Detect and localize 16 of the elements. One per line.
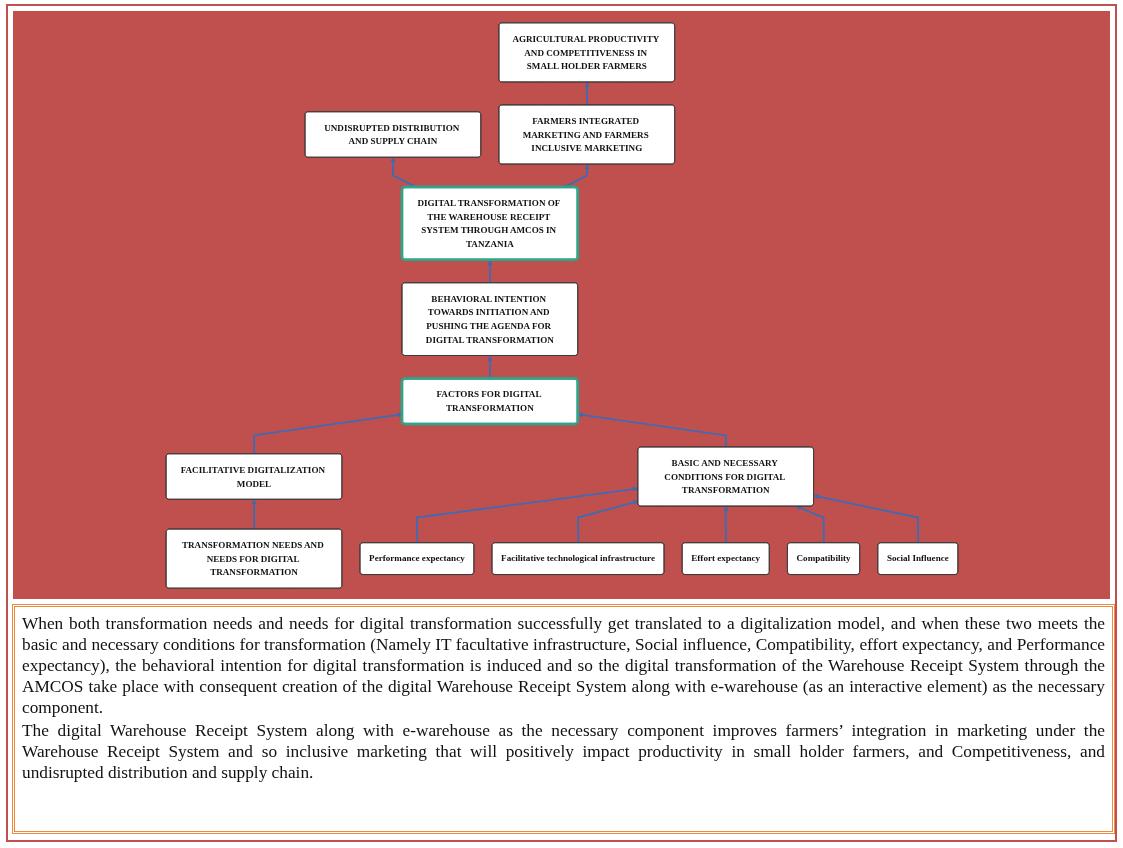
note-paragraph: The digital Warehouse Receipt System along with e-warehouse as the necessary component improves farmers’ integration in marketing under the Warehouse Receipt System and so inclusive marketing that will positively impact productivity in small holder farmers, and Competitiveness, and undisrupted distribution and supply chain.	[22, 720, 1105, 783]
process-box: FARMERS INTEGRATED MARKETING AND FARMERS INCLUSIVE MARKETING	[498, 104, 675, 164]
process-box: BEHAVIORAL INTENTION TOWARDS INITIATION AND PUSHING THE AGENDA FOR DIGITAL TRANSFORMATION	[401, 281, 578, 356]
process-box: Performance expectancy	[359, 541, 474, 575]
process-box: UNDISRUPTED DISTRIBUTION AND SUPPLY CHAIN	[304, 110, 481, 157]
process-box: Facilitative technological infrastructure	[491, 541, 664, 575]
process-box: DIGITAL TRANSFORMATION OF THE WAREHOUSE RECEIPT SYSTEM THROUGH AMCOS IN TANZANIA	[400, 185, 579, 261]
process-box: FACILITATIVE DIGITALIZATION MODEL	[165, 453, 342, 500]
process-box: TRANSFORMATION NEEDS AND NEEDS FOR DIGITAL TRANSFORMATION	[165, 528, 342, 588]
note-paragraph: When both transformation needs and needs for digital transformation successfully get translated to a digitalization model, and when these two meets the basic and necessary conditions for transformation (Namely IT facultative infrastructure, Social influence, Compatibility, effort expectancy, and Performance expectancy), the behavioral intention for digital transformation is induced and so the digital transformation of the Warehouse Receipt System through the AMCOS take place with consequent creation of the digital Warehouse Receipt System along with e-warehouse (as an interactive element) as the necessary component.	[22, 613, 1105, 718]
process-box: Social Influence	[877, 541, 958, 575]
process-box: BASIC AND NECESSARY CONDITIONS FOR DIGITAL TRANSFORMATION	[637, 446, 814, 506]
process-box: AGRICULTURAL PRODUCTIVITY AND COMPETITIVENESS IN SMALL HOLDER FARMERS	[498, 22, 675, 82]
process-box: FACTORS FOR DIGITAL TRANSFORMATION	[400, 376, 579, 425]
process-box: Effort expectancy	[681, 541, 770, 575]
process-box: Compatibility	[786, 541, 860, 575]
